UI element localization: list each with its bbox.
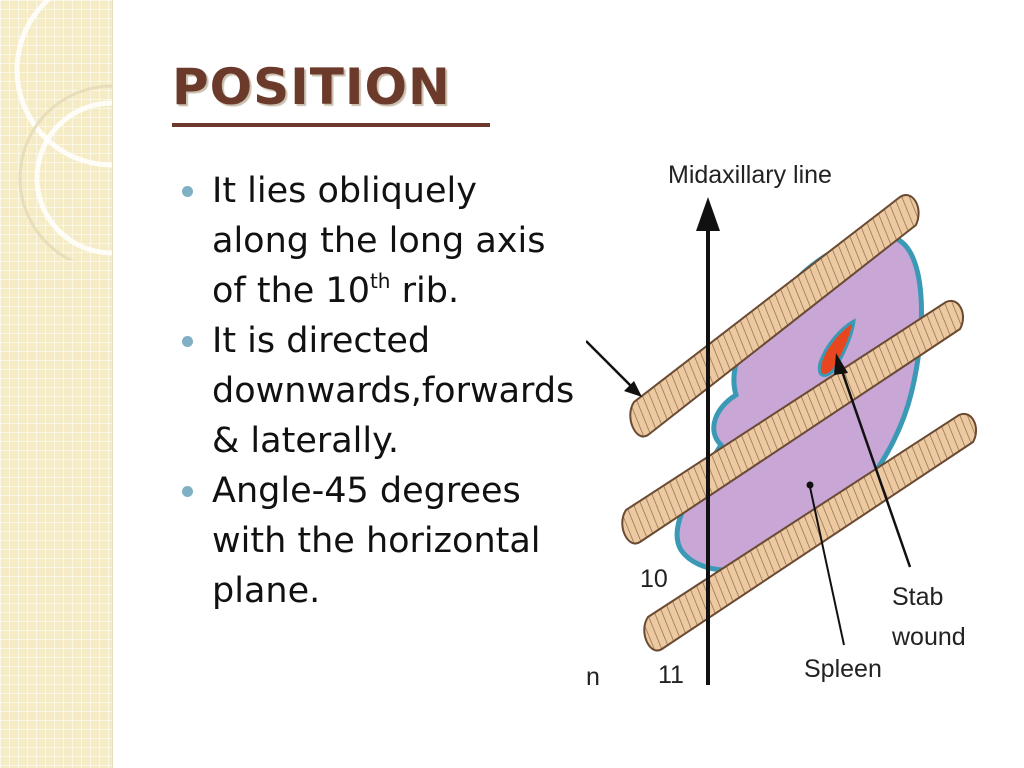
spleen-pointer-dot-icon [806, 481, 814, 489]
bullet-item: Angle-45 degrees with the horizontal pla… [182, 466, 562, 616]
rib-10-label: 10 [640, 565, 668, 593]
stab-pointer-line [840, 370, 912, 568]
rib-pointer-arrowhead-icon [624, 381, 642, 397]
bullet-superscript: th [369, 269, 391, 293]
rib-11-label: 11 [658, 661, 684, 685]
stab-wound [817, 318, 856, 377]
bullet-item: It lies obliquely along the long axis of… [182, 166, 562, 316]
rib-pointer-line [586, 340, 635, 390]
bullet-text: It is directed downwards,forwards & late… [212, 321, 575, 461]
decorative-arcs [14, 0, 112, 260]
bullet-dot-icon [182, 186, 193, 197]
bullet-dot-icon [182, 486, 193, 497]
slide-title: POSITION [172, 58, 451, 116]
bullet-text-tail: rib. [390, 271, 460, 311]
stab-label: Stab [892, 583, 943, 611]
rib-11 [643, 412, 978, 652]
title-underline [172, 123, 490, 127]
decorative-side-strip [0, 0, 113, 768]
spleen-pointer-line [809, 486, 845, 646]
bullet-list: It lies obliquely along the long axis of… [182, 166, 574, 616]
spleen-label: Spleen [804, 655, 882, 683]
spleen-diagram: Midaxillary line 10 11 Spleen Stab wound… [586, 161, 978, 685]
bullet-dot-icon [182, 336, 193, 347]
wound-label: wound [891, 623, 966, 651]
bullet-item: It is directed downwards,forwards & late… [182, 316, 574, 466]
rib-upper [629, 194, 920, 438]
midaxillary-label: Midaxillary line [668, 161, 832, 189]
stab-pointer-arrowhead-icon [834, 353, 848, 375]
bullet-text: Angle-45 degrees with the horizontal pla… [212, 471, 541, 611]
cutoff-label: n [586, 663, 600, 685]
bullet-text: It lies obliquely along the long axis of… [212, 171, 546, 311]
midaxillary-arrowhead-icon [696, 197, 720, 231]
